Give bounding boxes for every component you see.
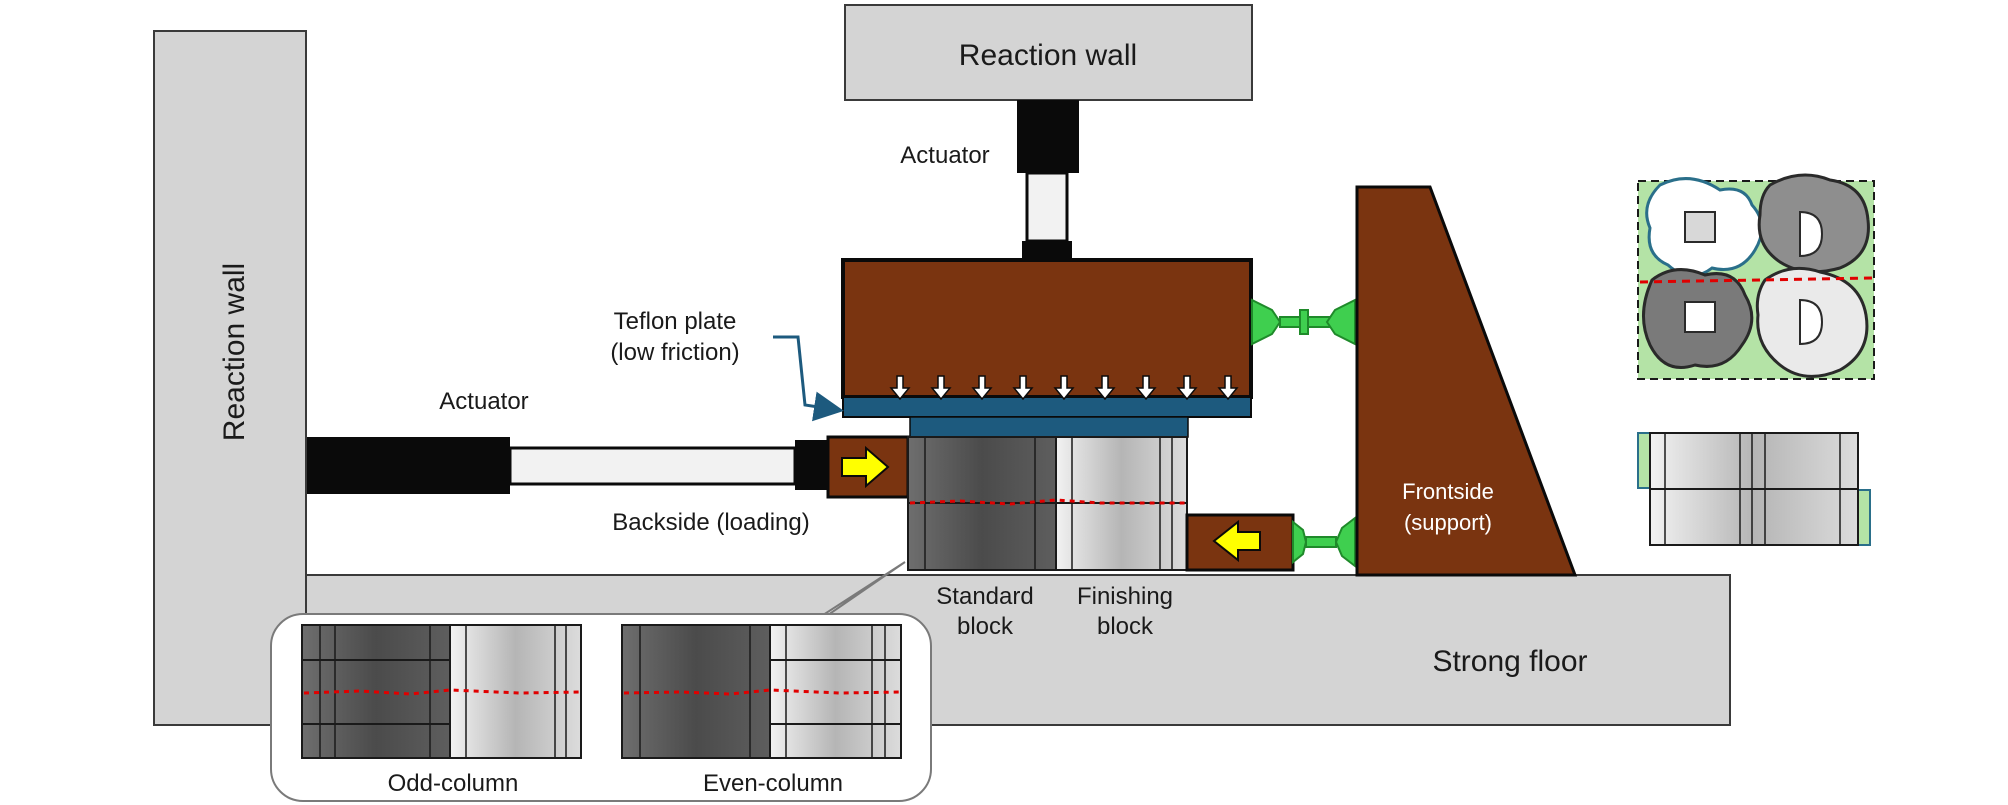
actuator-vertical — [1017, 100, 1079, 259]
standard-block-upper — [907, 436, 1057, 504]
finishing-block-label-line2: block — [1097, 613, 1154, 640]
teflon-label-line2: (low friction) — [610, 339, 739, 366]
odd-column-label: Odd-column — [388, 770, 519, 797]
teflon-plate — [842, 396, 1252, 418]
frontside-label-line2: (support) — [1404, 510, 1492, 535]
reaction-wall-top-label: Reaction wall — [959, 39, 1137, 72]
odd-column-pattern — [301, 624, 582, 759]
push-arrow-left — [1212, 519, 1261, 563]
actuator-left-label: Actuator — [439, 388, 528, 415]
frontside-reaction-buttress — [1355, 185, 1578, 577]
finishing-block-lower — [1055, 502, 1188, 571]
hinge-lower — [1292, 515, 1356, 569]
zoom-connector — [819, 561, 906, 618]
finishing-block-upper — [1055, 436, 1188, 504]
actuator-horizontal — [307, 437, 828, 494]
crack-line — [909, 498, 1187, 506]
strong-floor-label: Strong floor — [1432, 645, 1587, 678]
frontside-label-line1: Frontside — [1402, 479, 1494, 504]
even-column-label: Even-column — [703, 770, 843, 797]
interlocking-block-plan — [1637, 173, 1875, 380]
stacked-blocks-elevation — [1637, 432, 1871, 546]
standard-block-label-line1: Standard — [936, 583, 1033, 610]
finishing-block-label-line1: Finishing — [1077, 583, 1173, 610]
teflon-label-line1: Teflon plate — [614, 308, 737, 335]
backside-label: Backside (loading) — [612, 509, 809, 536]
reaction-wall-left-label: Reaction wall — [218, 263, 251, 441]
standard-block-lower — [907, 502, 1057, 571]
distributed-load-arrows — [889, 375, 1239, 401]
actuator-top-label: Actuator — [900, 142, 989, 169]
standard-block-label-line2: block — [957, 613, 1014, 640]
spreader-plate — [909, 416, 1189, 438]
even-column-pattern — [621, 624, 902, 759]
reaction-wall-left — [153, 30, 307, 726]
teflon-leader — [773, 335, 844, 422]
push-arrow-right — [841, 445, 890, 489]
reaction-wall-top — [844, 4, 1253, 101]
hinge-upper — [1251, 298, 1356, 346]
specimen-wall — [907, 436, 1188, 571]
